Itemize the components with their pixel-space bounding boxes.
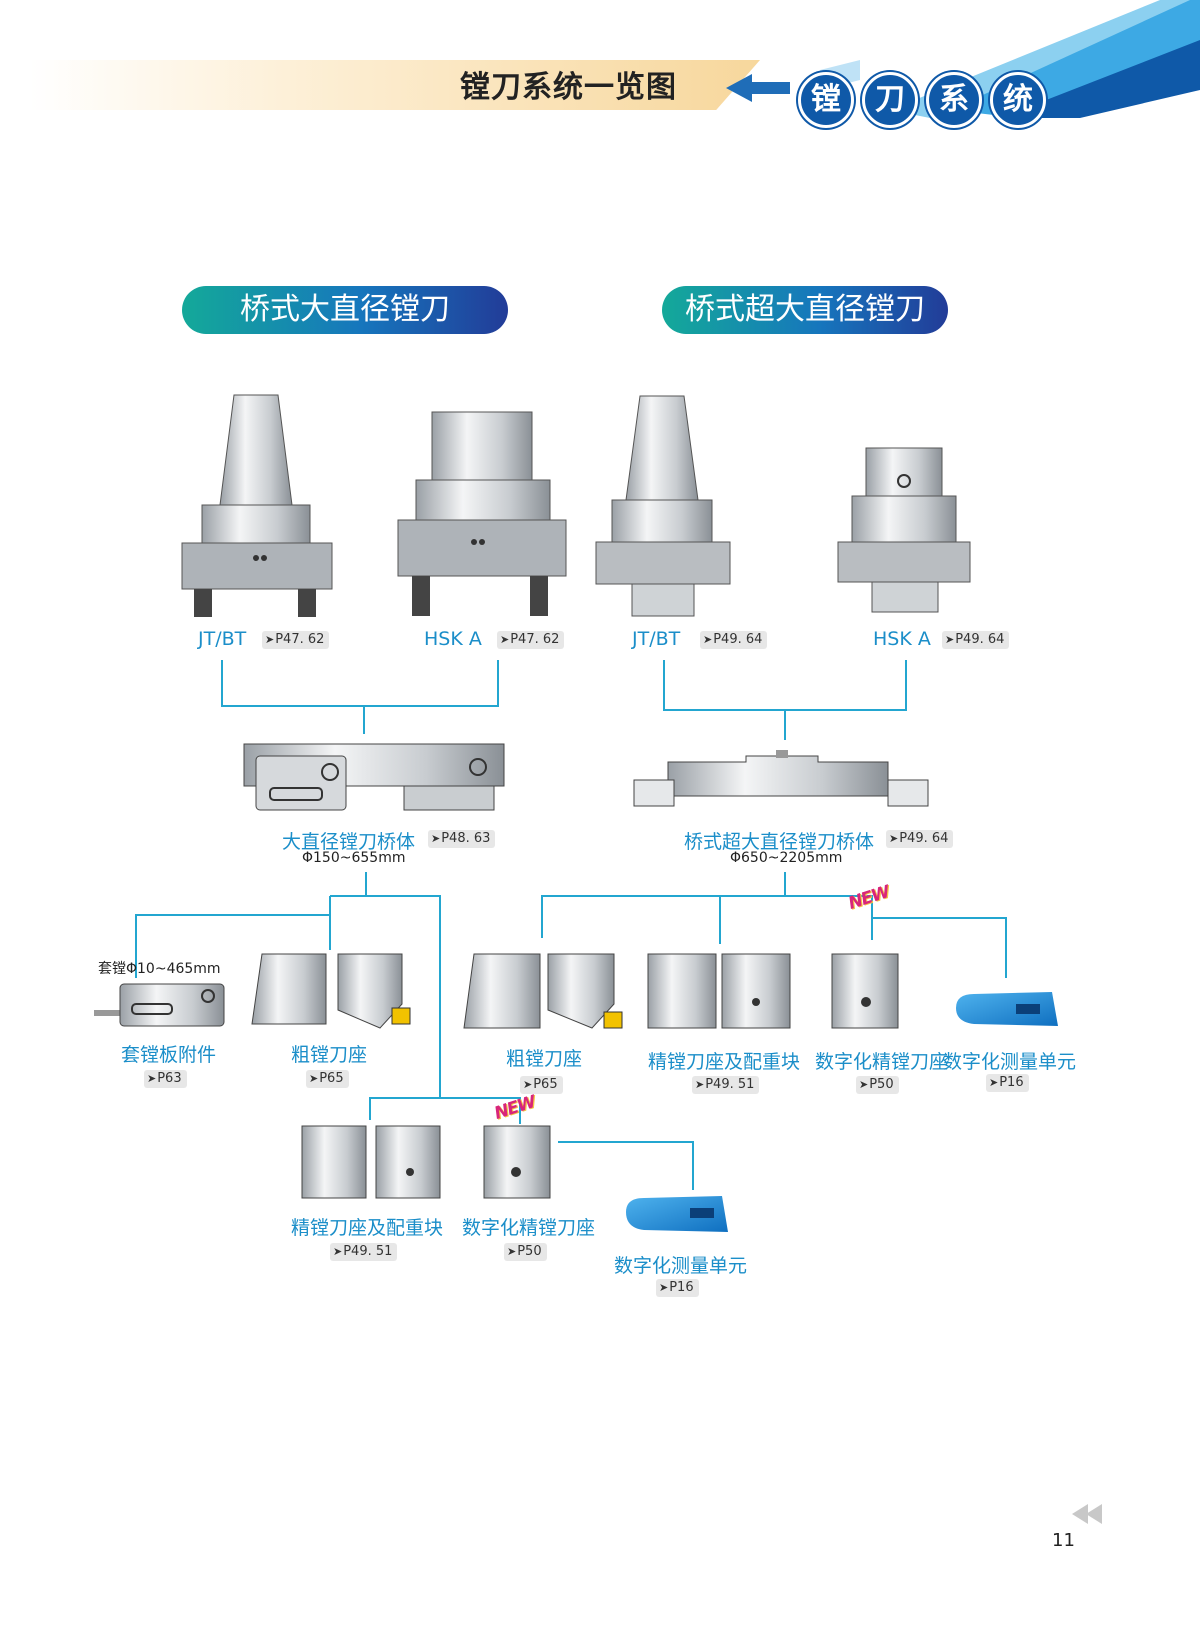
digital-holder-left-label: 数字化精镗刀座 bbox=[462, 1217, 596, 1239]
drawing-digital-holder-right bbox=[831, 953, 899, 1029]
shank-label-3: JT/BT bbox=[632, 628, 681, 650]
shank-ref-3: P49. 64 bbox=[700, 631, 768, 649]
badge-char-4: 统 bbox=[990, 72, 1046, 128]
measure-unit-right-label: 数字化测量单元 bbox=[943, 1051, 1077, 1073]
measure-unit-left-ref: P16 bbox=[656, 1279, 699, 1297]
measure-unit-right-ref: P16 bbox=[986, 1074, 1029, 1092]
bridge-label-left: 大直径镗刀桥体 bbox=[282, 831, 416, 853]
shank-hska-left bbox=[397, 411, 567, 616]
fine-holder-right-label: 精镗刀座及配重块 bbox=[648, 1051, 801, 1073]
boring-plate-label: 套镗板附件 bbox=[121, 1044, 217, 1066]
shank-hska-right bbox=[837, 447, 971, 613]
shank-ref-2: P47. 62 bbox=[497, 631, 565, 649]
rough-holder-right-label: 粗镗刀座 bbox=[506, 1048, 583, 1070]
shank-label-4: HSK A bbox=[873, 628, 931, 650]
drawing-fine-holder-right bbox=[647, 953, 791, 1029]
boring-plate-note: 套镗Φ10~465mm bbox=[98, 961, 221, 977]
shank-jtbt-right bbox=[595, 395, 731, 617]
fine-holder-left-ref: P49. 51 bbox=[330, 1243, 398, 1261]
shank-label-1: JT/BT bbox=[198, 628, 247, 650]
section-title-right: 桥式超大直径镗刀 bbox=[662, 286, 948, 334]
fine-holder-right-ref: P49. 51 bbox=[692, 1076, 760, 1094]
drawing-rough-holder-left bbox=[251, 953, 411, 1029]
shank-ref-4: P49. 64 bbox=[942, 631, 1010, 649]
bridge-dim-right: Φ650~2205mm bbox=[730, 850, 843, 866]
boring-plate-ref: P63 bbox=[144, 1070, 187, 1088]
drawing-measure-unit-right bbox=[956, 992, 1058, 1026]
measure-unit-left-label: 数字化测量单元 bbox=[614, 1255, 748, 1277]
bridge-ref-right: P49. 64 bbox=[886, 830, 954, 848]
bridge-body-left bbox=[243, 743, 505, 811]
arrow-left-icon bbox=[726, 74, 790, 102]
bridge-label-right: 桥式超大直径镗刀桥体 bbox=[684, 831, 875, 853]
header-band bbox=[30, 60, 760, 110]
shank-label-2: HSK A bbox=[424, 628, 482, 650]
page-title: 镗刀系统一览图 bbox=[460, 70, 677, 105]
bridge-body-right bbox=[633, 750, 929, 807]
shank-ref-1: P47. 62 bbox=[262, 631, 330, 649]
bridge-ref-left: P48. 63 bbox=[428, 830, 496, 848]
drawing-boring-plate bbox=[94, 983, 225, 1027]
drawing-digital-holder-left bbox=[483, 1125, 551, 1199]
fine-holder-left-label: 精镗刀座及配重块 bbox=[291, 1217, 444, 1239]
page-number: 11 bbox=[1052, 1530, 1075, 1551]
drawing-rough-holder-right bbox=[463, 953, 623, 1029]
rough-holder-left-ref: P65 bbox=[306, 1070, 349, 1088]
digital-holder-right-ref: P50 bbox=[856, 1076, 899, 1094]
drawing-measure-unit-left bbox=[626, 1196, 728, 1232]
badge-char-1: 镗 bbox=[798, 72, 854, 128]
section-title-left: 桥式大直径镗刀 bbox=[182, 286, 508, 334]
bridge-dim-left: Φ150~655mm bbox=[302, 850, 406, 866]
digital-holder-right-label: 数字化精镗刀座 bbox=[815, 1051, 949, 1073]
badge-char-3: 系 bbox=[926, 72, 982, 128]
shank-jtbt-left bbox=[181, 394, 333, 617]
drawing-fine-holder-left bbox=[301, 1125, 441, 1199]
rough-holder-right-ref: P65 bbox=[520, 1076, 563, 1094]
rough-holder-left-label: 粗镗刀座 bbox=[291, 1044, 368, 1066]
digital-holder-left-ref: P50 bbox=[504, 1243, 547, 1261]
page-arrow-icon bbox=[1072, 1504, 1102, 1524]
badge-char-2: 刀 bbox=[862, 72, 918, 128]
